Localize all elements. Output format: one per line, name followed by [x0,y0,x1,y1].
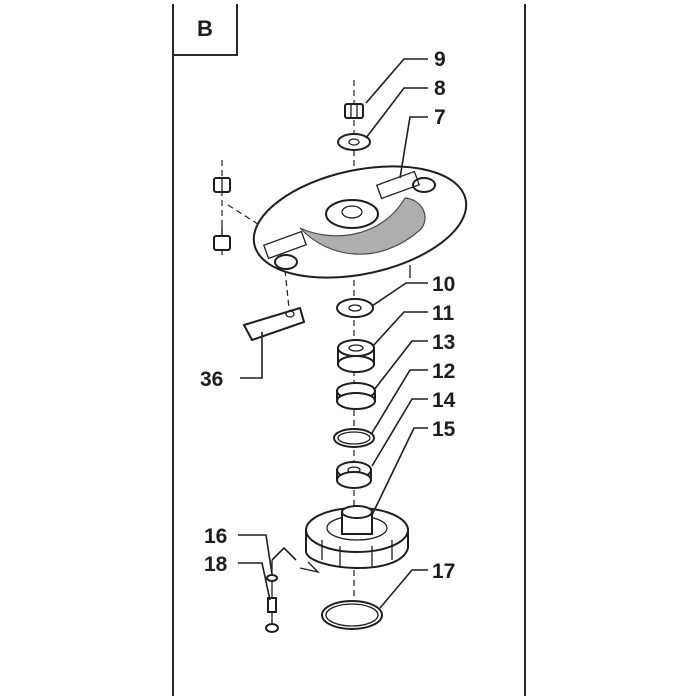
label-17: 17 [432,560,455,583]
left-bolt [213,226,231,251]
part-12-ring [333,428,375,448]
part-9-nut [344,103,364,119]
label-14: 14 [432,389,456,412]
part-8-washer [337,133,371,151]
leader-lines [238,58,428,609]
label-15: 15 [432,418,456,441]
part-7-cutting-disc [252,165,468,279]
label-36: 36 [200,368,223,391]
left-nut [213,177,231,193]
part-11-bearing [337,339,375,373]
part-36-blade [242,306,306,342]
label-7: 7 [434,106,446,129]
part-17-ring [321,600,383,630]
blade-axis [284,269,291,319]
label-9: 9 [434,48,446,71]
label-10: 10 [432,273,455,296]
part-13-bushing [336,382,376,410]
label-8: 8 [434,77,446,100]
label-11: 11 [432,302,455,325]
label-13: 13 [432,331,455,354]
diagram-frame [172,4,526,696]
label-12: 12 [432,360,455,383]
label-16: 16 [204,525,227,548]
part-14-bearing [336,461,372,489]
label-18: 18 [204,553,228,576]
section-label: B [197,16,213,41]
part-15-hub-housing [299,505,409,574]
part-10-washer [336,298,374,318]
section-label-box: B [174,4,238,56]
